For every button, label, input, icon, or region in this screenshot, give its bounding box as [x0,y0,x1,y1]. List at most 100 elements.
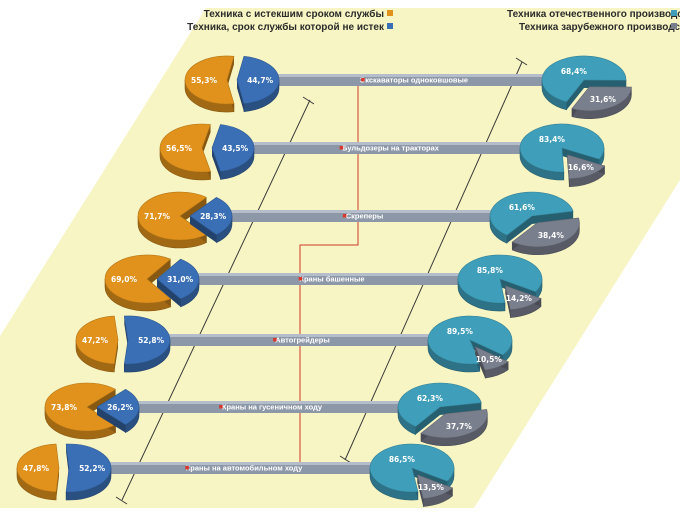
right-pie-slice-foreign-top [416,474,454,499]
category-bar-5: Автогрейдеры [157,334,440,346]
left-pie-slice-expired-wall-2 [87,389,116,415]
left-pie-slice-not-expired-top [236,56,280,104]
right-pie-slice-foreign-top [571,86,632,112]
right-pie-slice-foreign-top [474,346,509,371]
category-bullet [273,338,277,342]
right-pie-slice-domestic-top [541,55,627,103]
right-pie-slice-domestic-top [457,254,543,304]
left-pie-3: 71,7% 28,3% [137,191,233,249]
right-pie-slice-foreign [504,285,542,318]
left-pie-slice-not-expired-wall-2 [212,148,221,180]
right-pie-label-domestic: 68,4% [561,67,588,76]
left-pie-slice-expired-wall-1 [114,340,118,372]
left-pie-slice-expired-wall-2 [180,197,207,224]
left-pie-slice-not-expired-top [96,389,140,425]
right-pie-slice-foreign-top [511,217,580,248]
right-pie-slice-foreign [571,86,632,120]
guide-tick-left-bottom [115,496,128,505]
left-pie-slice-not-expired-wall-2 [97,407,126,433]
category-bar-highlight [190,273,470,276]
right-pie-slice-foreign [511,217,580,256]
right-pie-slice-domestic-top [397,382,482,427]
left-pie-slice-not-expired [189,197,233,244]
category-bar-highlight [245,142,532,145]
category-bar-4: Краны башенные [186,273,470,285]
right-pie-5: 89,5%10,5% [427,315,513,379]
legend-right: Техника отечественного производства Техн… [507,9,680,33]
right-pie-label-domestic: 61,6% [509,203,536,212]
left-pie-label-not-expired: 28,3% [200,212,227,221]
right-pie-label-foreign: 31,6% [590,95,617,104]
category-bar-highlight [130,401,410,404]
guide-line-right [344,61,523,461]
left-pie-label-expired: 69,0% [111,275,138,284]
legend-foreign-swatch [671,23,677,29]
left-pie-slice-not-expired [211,124,255,180]
left-pie-6: 73,8%26,2% [44,382,140,440]
guide-tick-right [515,57,528,66]
left-pie-label-not-expired: 43,5% [222,144,249,153]
category-bar-highlight [161,334,440,337]
right-pie-slice-domestic-wall-2 [532,211,574,224]
right-pie-slice-foreign-top [504,285,542,310]
left-pie-slice-not-expired-top [211,124,255,172]
category-bullet [185,466,189,470]
right-pie-slice-foreign [420,409,488,447]
right-pie-7: 86,5%13,5% [369,443,455,507]
right-pie-slice-foreign-wall-2 [417,474,424,507]
left-pie-label-expired: 47,2% [82,336,109,345]
right-pie-2: 83,4% 16,6% [519,123,606,188]
left-pie-slice-not-expired-top [123,315,171,365]
legend-expired-label: Техника с истекшим сроком службы [204,8,384,20]
right-pie-slice-domestic-wall-2 [584,80,626,89]
left-pie-slice-not-expired [123,315,171,373]
left-pie-slice-expired-top [184,55,235,105]
left-pie-slice-expired-top [44,382,117,432]
category-bar-3: Скреперы [219,210,502,222]
left-pie-slice-not-expired-wall-2 [237,80,244,112]
red-connector [299,80,359,468]
left-pie-slice-expired-wall-2 [147,259,171,287]
left-pie-slice-expired [184,55,235,113]
left-pie-label-expired: 55,3% [191,76,218,85]
category-bar-6: Краны на гусеничном ходу [126,401,410,413]
right-pie-1: 68,4% 31,6% [541,55,632,120]
left-pie-label-expired: 47,8% [23,464,50,473]
right-pie-slice-domestic-wall-1 [566,80,584,110]
left-pie-slice-expired [44,382,117,440]
category-bar-1: Экскаваторы одноковшовые [266,74,554,86]
right-pie-slice-domestic-top [369,443,455,493]
category-bar-7: Краны на автомобильном ходу [98,462,382,474]
category-label: Краны на гусеничном ходу [222,403,323,412]
pies-layer: 55,3%44,7%68,4%31,6%56,5%43,5%83,4%16,6%… [16,55,632,507]
right-pie-slice-foreign [567,154,606,188]
category-bullet [361,78,365,82]
category-label: Автогрейдеры [275,336,330,345]
category-label: Экскаваторы одноковшовые [360,76,468,85]
guide-tick-left [302,96,315,105]
left-pie-slice-expired-top [75,315,119,365]
left-pie-label-expired: 71,7% [144,212,171,221]
left-pie-4: 69,0%31,0% [104,254,200,312]
left-pie-slice-not-expired [156,258,200,308]
right-pie-slice-domestic [519,123,605,181]
left-pie-label-expired: 56,5% [166,144,193,153]
right-pie-slice-domestic-top [519,123,605,173]
right-pie-slice-domestic-wall-1 [506,216,532,244]
left-pie-slice-expired [75,315,119,373]
left-pie-slice-not-expired-top [156,258,200,300]
left-pie-slice-expired-top [16,443,60,493]
category-bullet [298,277,303,281]
right-pie-label-domestic: 83,4% [539,135,566,144]
right-pie-slice-foreign [416,474,454,507]
right-pie-slice-domestic [541,55,627,111]
right-pie-label-foreign: 16,6% [568,163,595,172]
right-pie-label-domestic: 89,5% [447,327,474,336]
category-label: Краны башенные [299,275,364,284]
right-pie-slice-foreign [474,346,509,379]
left-pie-slice-expired-wall-2 [202,124,211,156]
left-pie-slice-expired [159,123,211,181]
legend-domestic-swatch [671,10,677,16]
left-pie-label-expired: 73,8% [51,403,78,412]
